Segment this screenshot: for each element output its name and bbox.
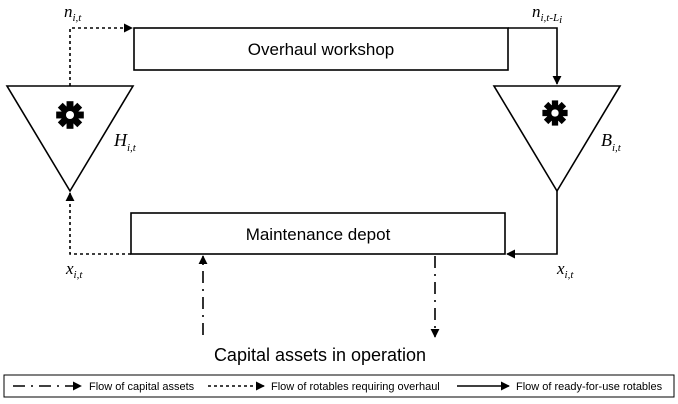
svg-text:Flow of rotables requiring ove: Flow of rotables requiring overhaul [271, 381, 440, 393]
capital-assets-caption: Capital assets in operation [214, 345, 426, 365]
flow-to-depot-arrow [506, 191, 558, 259]
gear-icon [542, 100, 568, 126]
flow-from-overhaul-arrow [508, 27, 562, 85]
ready-inventory-triangle [492, 85, 622, 193]
n-label-right: ni,t-Li [532, 2, 562, 26]
maintenance-depot-box: Maintenance depot [130, 212, 506, 255]
legend-item-ready-rotables: Flow of ready-for-use rotables [457, 381, 663, 393]
maintenance-depot-label: Maintenance depot [246, 225, 391, 244]
legend: Flow of capital assets Flow of rotables … [3, 374, 675, 398]
h-label: Hi,t [113, 130, 137, 154]
legend-item-rotables-overhaul: Flow of rotables requiring overhaul [208, 381, 440, 393]
n-label-left: ni,t [64, 2, 82, 24]
b-label: Bi,t [601, 130, 622, 154]
gear-icon [56, 101, 84, 129]
legend-item-capital-assets: Flow of capital assets [13, 381, 195, 393]
overhaul-workshop-box: Overhaul workshop [133, 27, 509, 71]
flow-to-overhaul-arrow [69, 23, 133, 86]
svg-text:Flow of capital assets: Flow of capital assets [89, 381, 195, 393]
x-label-right: xi,t [556, 259, 574, 281]
flow-from-depot-arrow [65, 192, 131, 255]
x-label-left: xi,t [65, 259, 83, 281]
svg-text:Flow of ready-for-use rotables: Flow of ready-for-use rotables [516, 381, 663, 393]
overhaul-workshop-label: Overhaul workshop [248, 40, 394, 59]
